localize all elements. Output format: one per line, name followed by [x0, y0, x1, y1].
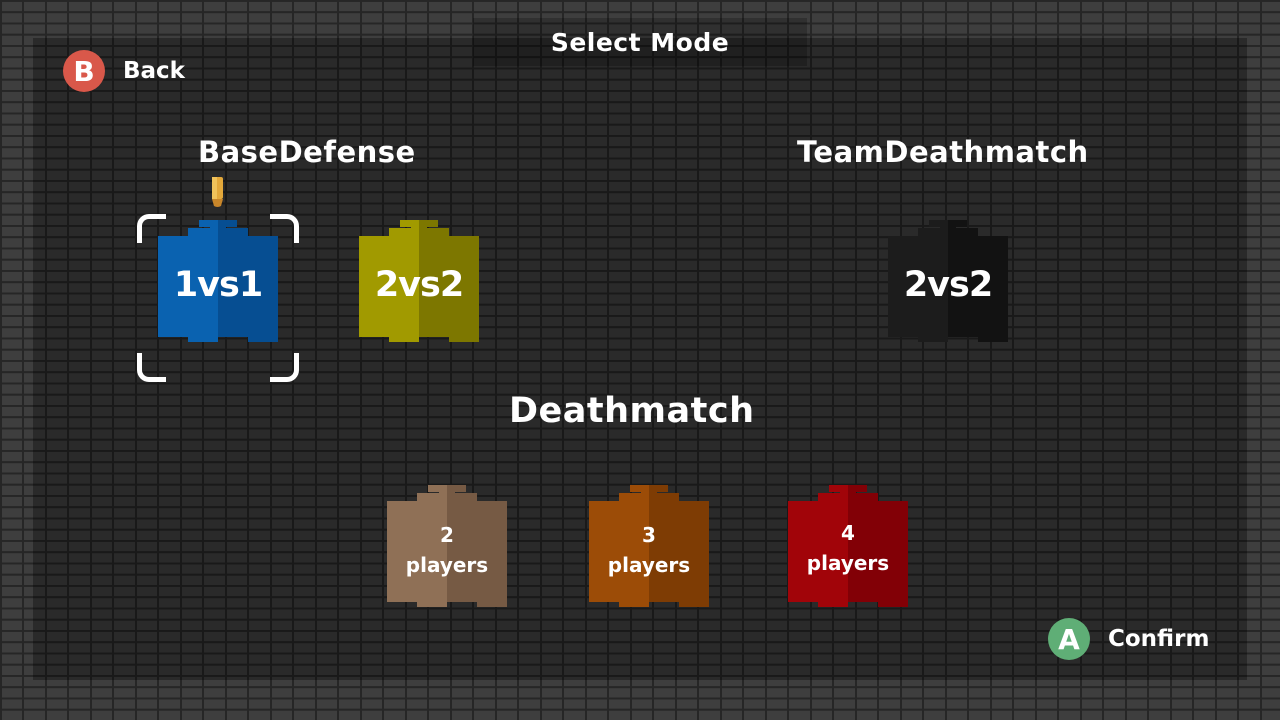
mode-card-teamdeathmatch-2vs2[interactable]: 2vs2	[888, 220, 1008, 342]
fort-icon	[888, 220, 1008, 342]
fort-icon	[158, 220, 278, 342]
confirm-label: Confirm	[1108, 626, 1210, 652]
b-button-icon: B	[63, 50, 105, 92]
mode-label: 2vs2	[374, 265, 464, 305]
mode-card-basedefense-2vs2[interactable]: 2vs2	[359, 220, 479, 342]
mode-card-deathmatch-4-players[interactable]: 4 players	[788, 485, 908, 607]
bullet-icon	[212, 177, 223, 207]
player-unit: players	[806, 551, 890, 575]
group-heading-basedefense: BaseDefense	[198, 135, 416, 169]
fort-icon	[387, 485, 507, 607]
mode-card-deathmatch-2-players[interactable]: 2 players	[387, 485, 507, 607]
player-count: 3	[642, 523, 656, 547]
back-label: Back	[123, 58, 185, 84]
mode-label: 2vs2	[903, 265, 993, 305]
player-unit: players	[607, 553, 691, 577]
group-heading-teamdeathmatch: TeamDeathmatch	[797, 135, 1089, 169]
a-button-glyph: A	[1058, 622, 1080, 656]
confirm-button[interactable]: A Confirm	[1048, 618, 1209, 660]
fort-icon	[589, 485, 709, 607]
mode-card-basedefense-1vs1[interactable]: 1vs1	[158, 220, 278, 342]
player-count: 2	[440, 523, 454, 547]
a-button-icon: A	[1048, 618, 1090, 660]
group-heading-deathmatch: Deathmatch	[509, 391, 755, 431]
mode-label: 1vs1	[173, 265, 263, 305]
mode-card-deathmatch-3-players[interactable]: 3 players	[589, 485, 709, 607]
b-button-glyph: B	[73, 54, 95, 88]
page-title: Select Mode	[473, 18, 807, 66]
player-unit: players	[405, 553, 489, 577]
page-title-text: Select Mode	[550, 27, 730, 57]
fort-icon	[788, 485, 908, 607]
back-button[interactable]: B Back	[63, 50, 185, 92]
player-count: 4	[841, 521, 855, 545]
fort-icon	[359, 220, 479, 342]
